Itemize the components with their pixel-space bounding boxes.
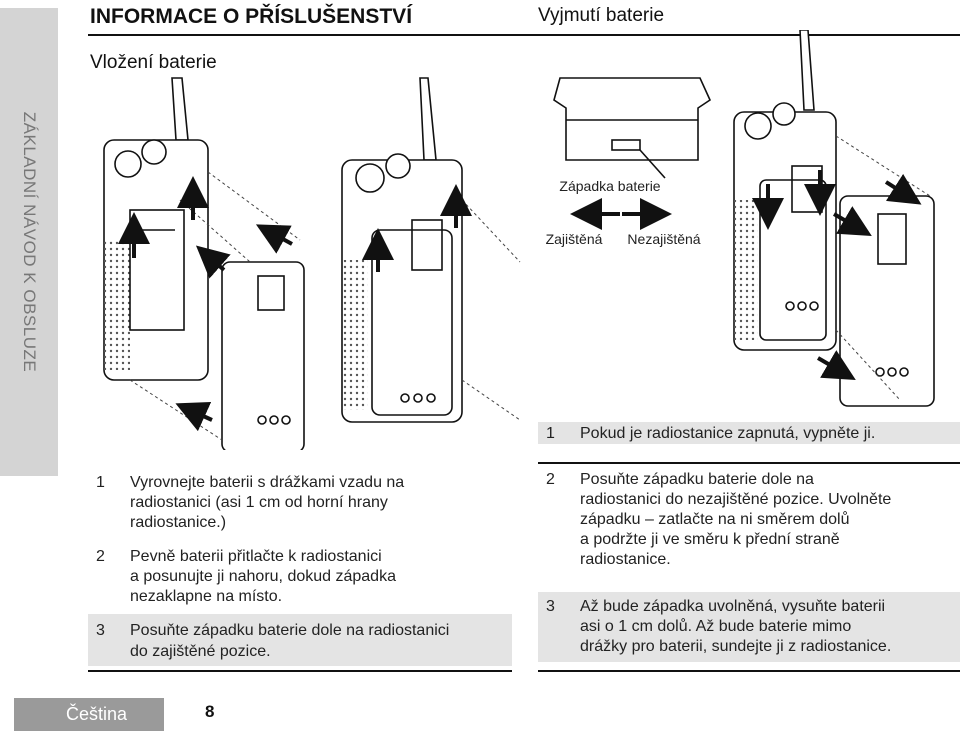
unlocked-label: Nezajištěná [627,231,700,247]
battery-illustration: Západka baterie Zajištěná Nezajištěná [103,30,935,450]
side-tab-label: ZÁKLADNÍ NÁVOD K OBSLUZE [20,111,39,373]
insert-step-1: 1 Vyrovnejte baterii s drážkami vzadu na… [88,470,512,538]
battery-3-drawing [839,195,935,407]
page-number: 8 [205,702,215,721]
battery-1-drawing [221,261,305,450]
page-title: INFORMACE O PŘÍSLUŠENSTVÍ [90,5,413,28]
title-rule [88,34,960,36]
remove-step-1: 1 Pokud je radiostanice zapnutá, vypněte… [538,422,960,444]
step-text: a posunujte ji nahoru, dokud západka [130,568,396,585]
step-text: Pokud je radiostanice zapnutá, vypněte j… [580,425,876,442]
step-text: radiostanice.) [130,514,227,531]
step-number: 3 [96,622,105,639]
step-text: nezaklapne na místo. [130,588,283,605]
remove-step-2: 2 Posuňte západku baterie dole na radios… [538,466,960,574]
step-text: Pevně baterii přitlačte k radiostanici [130,548,382,565]
step-text: Posuňte západku baterie dole na [580,471,814,488]
step-text: radiostanici (asi 1 cm od horní hrany [130,494,388,511]
step-number: 1 [546,425,555,442]
language-tab: Čeština [14,698,164,731]
insert-battery-heading: Vložení baterie [90,52,217,73]
step-number: 2 [96,548,105,565]
latch-label: Západka baterie [559,178,660,194]
step-text: Posuňte západku baterie dole na radiosta… [130,622,450,639]
step-number: 2 [546,471,555,488]
right-bottom-rule [538,670,960,672]
remove-step-3: 3 Až bude západka uvolněná, vysuňte bate… [538,592,960,662]
step-text: asi o 1 cm dolů. Až bude baterie mimo [580,618,852,635]
locked-label: Zajištěná [546,231,603,247]
radio-2-drawing [341,77,463,423]
remove-battery-heading: Vyjmutí baterie [538,5,665,26]
side-tab: ZÁKLADNÍ NÁVOD K OBSLUZE [0,8,58,476]
step-text: Vyrovnejte baterii s drážkami vzadu na [130,474,405,491]
step-number: 3 [546,598,555,615]
step-text: radiostanice. [580,551,671,568]
insert-step-3: 3 Posuňte západku baterie dole na radios… [88,614,512,666]
step-text: a podržte ji ve směru k přední straně [580,531,840,548]
step-text: do zajištěné pozice. [130,643,271,660]
step-number: 1 [96,474,105,491]
step-text: západku – zatlačte na ni směrem dolů [580,511,850,528]
latch-detail-drawing [553,77,712,179]
step-text: drážky pro baterii, sundejte ji z radios… [580,638,892,655]
insert-step-2: 2 Pevně baterii přitlačte k radiostanici… [88,544,512,612]
step-text: Až bude západka uvolněná, vysuňte bateri… [580,598,886,615]
step-text: radiostanici do nezajištěné pozice. Uvol… [580,491,892,508]
right-divider [538,462,960,464]
left-bottom-rule [88,670,512,672]
radio-1-drawing [103,77,209,381]
